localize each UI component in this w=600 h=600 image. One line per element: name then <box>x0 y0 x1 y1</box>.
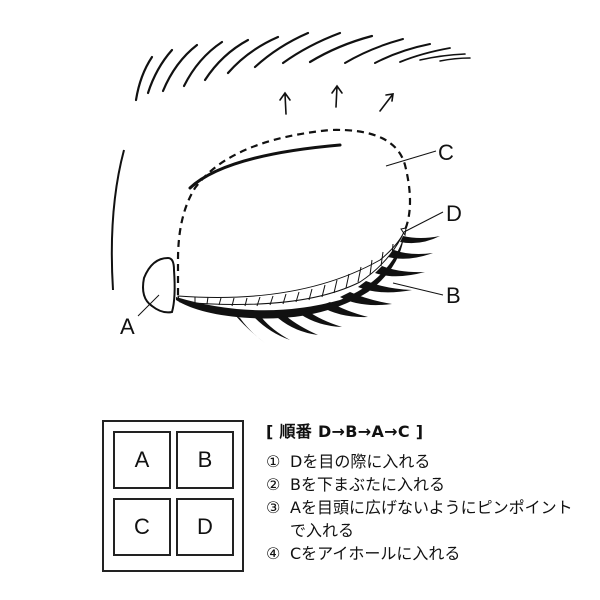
pan-a-label: A <box>134 447 150 472</box>
step-1: ① Dを目の際に入れる <box>266 450 586 473</box>
upper-crease <box>188 143 342 190</box>
inner-corner-area-a <box>142 256 176 314</box>
eyehole-area-c <box>176 128 412 295</box>
step-number: ① <box>266 452 281 471</box>
face-contour <box>110 149 125 291</box>
eyebrow <box>134 31 471 102</box>
lower-lid-area-b <box>177 227 407 307</box>
step-number: ② <box>266 475 281 494</box>
steps-title: [ 順番 D→B→A→C ] <box>266 422 424 441</box>
step-number: ④ <box>266 544 281 563</box>
lower-lashes <box>235 236 440 343</box>
pan-d: D <box>176 498 234 556</box>
step-number: ③ <box>266 498 281 517</box>
step-text: Bを下まぶたに入れる <box>290 475 445 494</box>
step-2: ② Bを下まぶたに入れる <box>266 473 586 496</box>
label-d: D <box>446 201 462 226</box>
pan-c: C <box>113 498 171 556</box>
pan-c-label: C <box>134 514 150 539</box>
label-a: A <box>120 314 135 339</box>
pan-b-label: B <box>197 447 213 472</box>
pan-d-label: D <box>197 514 213 539</box>
label-c: C <box>438 140 454 165</box>
step-text: Aを目頭に広げないようにピンポイントで入れる <box>290 498 573 540</box>
leader-lines <box>137 150 444 317</box>
pan-a: A <box>113 431 171 489</box>
step-text: Dを目の際に入れる <box>290 452 431 471</box>
application-steps: [ 順番 D→B→A→C ] ① Dを目の際に入れる ② Bを下まぶたに入れる … <box>266 418 586 565</box>
eye-makeup-diagram: C D B A <box>110 31 471 343</box>
step-text: Cをアイホールに入れる <box>290 544 461 563</box>
arrows-upward <box>279 84 394 115</box>
eyeshadow-palette: A B C D <box>102 420 244 572</box>
pan-b: B <box>176 431 234 489</box>
step-3: ③ Aを目頭に広げないようにピンポイントで入れる <box>266 496 586 542</box>
lash-line <box>176 236 404 319</box>
step-4: ④ Cをアイホールに入れる <box>266 542 586 565</box>
label-b: B <box>446 283 461 308</box>
